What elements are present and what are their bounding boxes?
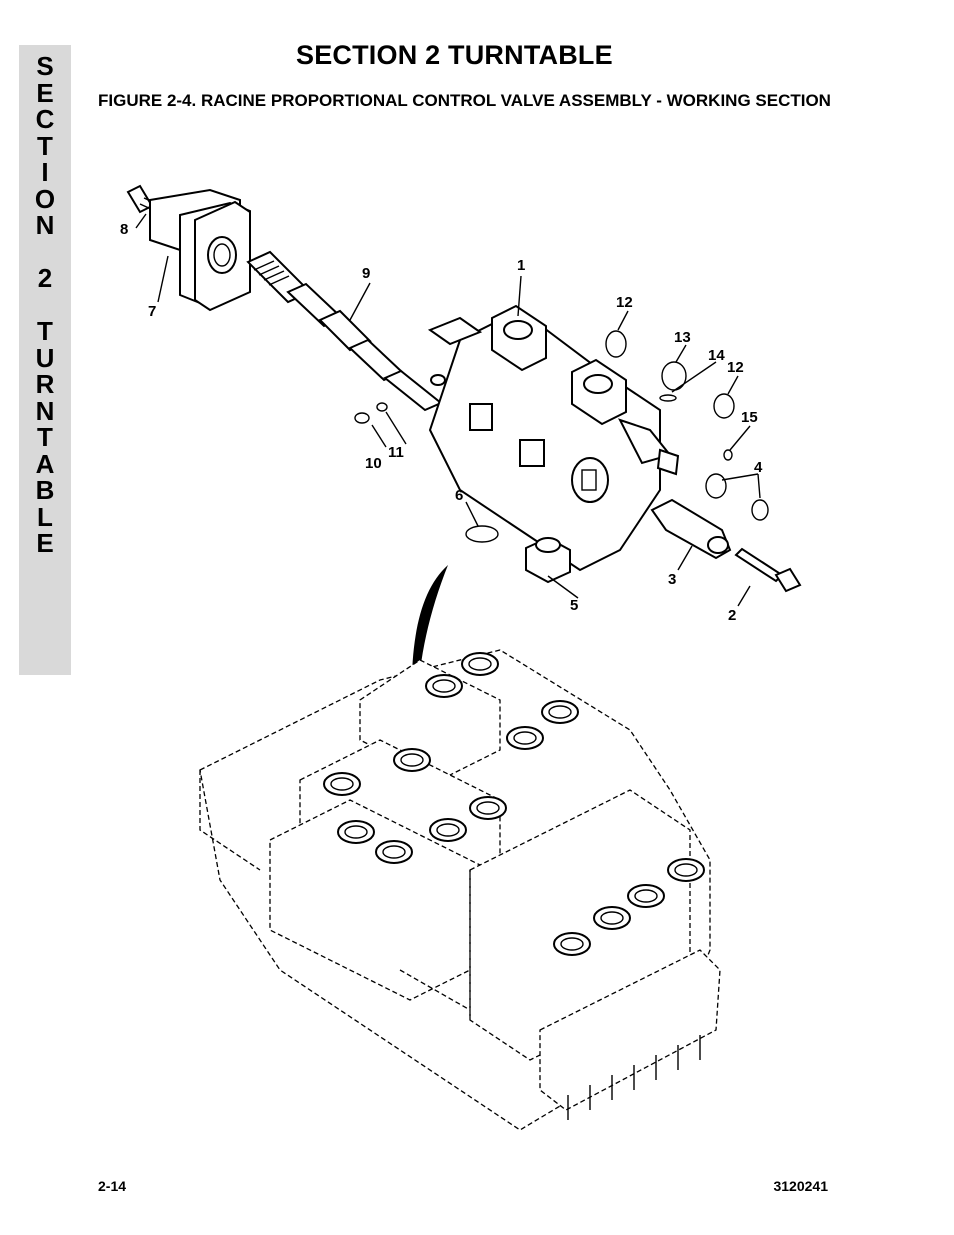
port-thread xyxy=(634,889,658,903)
part-6-o-ring xyxy=(465,525,499,543)
callout-11: 11 xyxy=(388,444,404,461)
side-tab-letter: O xyxy=(34,183,56,214)
side-tab-letter: U xyxy=(35,342,55,373)
side-tab-letter: B xyxy=(35,475,55,505)
threaded-port xyxy=(627,884,665,908)
port-thread xyxy=(468,657,492,671)
port-thread xyxy=(548,705,572,719)
port-thread xyxy=(674,863,698,877)
side-tab-letter: R xyxy=(35,369,55,399)
callout-3: 3 xyxy=(668,571,676,588)
part-1-valve-body xyxy=(427,304,680,572)
part-15-small-ring xyxy=(723,449,733,461)
threaded-port xyxy=(667,858,705,882)
part-9-spool xyxy=(246,250,446,412)
side-tab-letter: 2 xyxy=(37,263,53,293)
callout-8: 8 xyxy=(120,221,128,238)
callout-13: 13 xyxy=(674,329,691,346)
port-thread xyxy=(344,825,368,839)
callout-2: 2 xyxy=(728,607,736,624)
callout-12: 12 xyxy=(727,359,744,376)
callout-12: 12 xyxy=(616,294,633,311)
part-4-ring-b xyxy=(751,499,769,521)
side-tab-letter: N xyxy=(35,395,55,426)
callout-15: 15 xyxy=(741,409,758,426)
port-thread xyxy=(382,845,406,859)
part-12-ring-upper xyxy=(605,330,627,358)
part-7-end-cap xyxy=(149,188,251,312)
threaded-port xyxy=(541,700,579,724)
threaded-port xyxy=(506,726,544,750)
port-thread xyxy=(400,753,424,767)
threaded-port xyxy=(393,748,431,772)
part-10-washer xyxy=(354,412,370,424)
part-14-seal xyxy=(659,394,677,402)
side-tab-letter: T xyxy=(37,422,53,452)
side-tab-letter: A xyxy=(35,448,55,479)
threaded-port xyxy=(425,674,463,698)
threaded-port xyxy=(323,772,361,796)
port-thread xyxy=(432,679,456,693)
leader-lines xyxy=(135,213,761,607)
side-tab-letter: I xyxy=(41,157,49,187)
side-tab-letter: C xyxy=(35,104,55,134)
port-thread xyxy=(476,801,500,815)
port-thread xyxy=(560,937,584,951)
callout-6: 6 xyxy=(455,487,463,504)
callout-1: 1 xyxy=(517,257,525,274)
part-5-fitting xyxy=(525,536,571,584)
side-tab-letter: T xyxy=(37,316,53,346)
callout-5: 5 xyxy=(570,597,578,614)
threaded-port xyxy=(461,652,499,676)
callout-9: 9 xyxy=(362,265,370,282)
threaded-port xyxy=(375,840,413,864)
callout-4: 4 xyxy=(754,459,763,476)
side-tab-letter: T xyxy=(37,130,53,161)
port-thread xyxy=(436,823,460,837)
part-4-ring-a xyxy=(705,473,727,499)
callout-14: 14 xyxy=(708,347,725,364)
threaded-port xyxy=(429,818,467,842)
page-number: 2-14 xyxy=(98,1178,127,1194)
threaded-port xyxy=(469,796,507,820)
port-thread xyxy=(330,777,354,791)
side-tab-letter: S xyxy=(36,51,54,81)
part-3-solenoid xyxy=(650,498,732,560)
assembled-valve-bank xyxy=(199,649,721,1131)
figure-caption: FIGURE 2-4. RACINE PROPORTIONAL CONTROL … xyxy=(98,91,831,110)
port-thread xyxy=(600,911,624,925)
threaded-port xyxy=(553,932,591,956)
page-title: SECTION 2 TURNTABLE xyxy=(296,40,613,70)
document-number: 3120241 xyxy=(773,1178,828,1194)
side-tab-letter: E xyxy=(36,528,54,558)
part-11-o-ring xyxy=(376,402,388,412)
side-tab-letter: N xyxy=(35,210,55,240)
threaded-port xyxy=(337,820,375,844)
part-12-ring-lower xyxy=(713,393,735,419)
side-tab-letter: L xyxy=(37,501,53,532)
callout-7: 7 xyxy=(148,303,156,320)
part-13-ring xyxy=(661,361,687,391)
part-2-bolt xyxy=(734,547,802,593)
port-thread xyxy=(513,731,537,745)
threaded-port xyxy=(593,906,631,930)
callout-10: 10 xyxy=(365,455,382,472)
side-tab-letter: E xyxy=(36,77,54,108)
